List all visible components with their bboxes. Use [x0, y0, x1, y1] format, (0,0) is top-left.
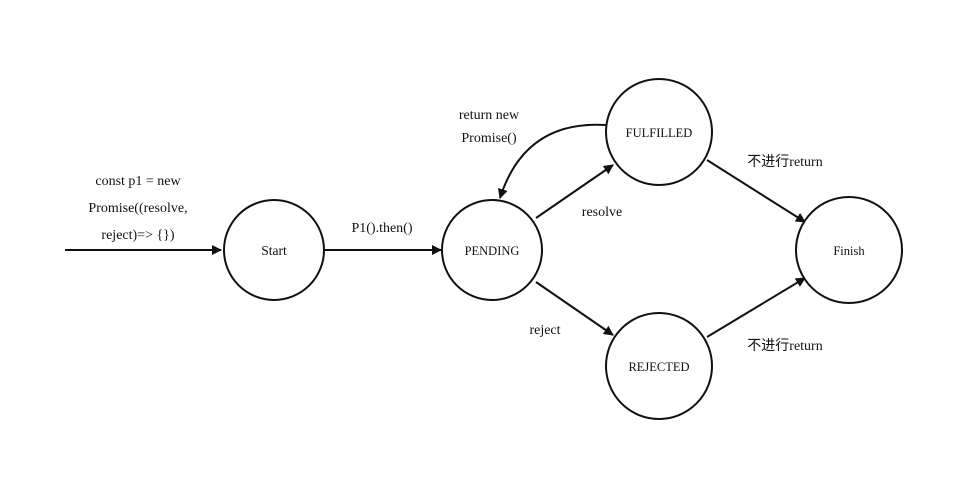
- return-new-label-line-1: return new: [459, 108, 520, 123]
- return-new-label-line-2: Promise(): [461, 131, 517, 146]
- node-pending-label: PENDING: [465, 244, 520, 258]
- entry-label-line-1: const p1 = new: [95, 174, 181, 189]
- node-fulfilled-label: FULFILLED: [626, 126, 693, 140]
- node-start: Start: [223, 199, 325, 301]
- rejected-finish-arrow: [706, 277, 806, 338]
- node-start-label: Start: [261, 243, 287, 258]
- rejected-finish-label: 不进行return: [747, 338, 822, 354]
- fulfilled-finish-arrow: [706, 159, 806, 223]
- node-finish: Finish: [795, 196, 903, 304]
- resolve-arrow: [535, 164, 614, 219]
- node-rejected-label: REJECTED: [628, 360, 689, 374]
- return-new-arrow: [497, 123, 607, 199]
- reject-arrow: [535, 281, 614, 336]
- node-finish-label: Finish: [833, 244, 865, 258]
- node-fulfilled: FULFILLED: [605, 78, 713, 186]
- node-rejected: REJECTED: [605, 312, 713, 420]
- resolve-label: resolve: [582, 205, 622, 220]
- fulfilled-finish-label: 不进行return: [747, 154, 822, 170]
- node-pending: PENDING: [441, 199, 543, 301]
- entry-label-line-3: reject)=> {}): [101, 228, 174, 243]
- then-label: P1().then(): [351, 221, 412, 236]
- reject-label: reject: [529, 323, 560, 338]
- entry-label-line-2: Promise((resolve,: [88, 201, 187, 216]
